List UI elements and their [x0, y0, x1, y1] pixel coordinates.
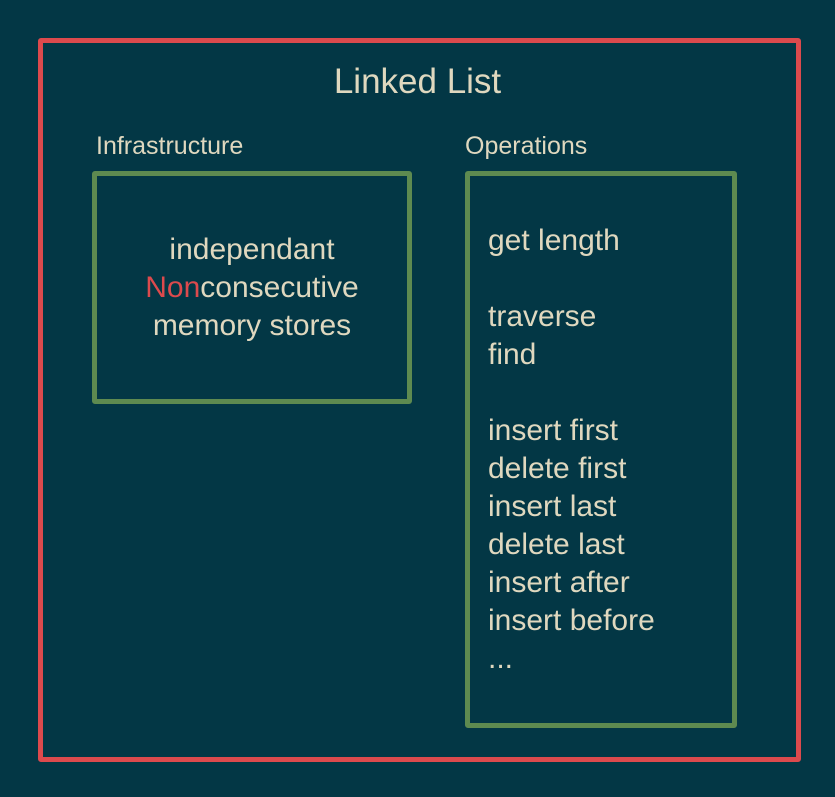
infrastructure-line-2: Nonconsecutive [92, 269, 412, 307]
operation-item: insert before [488, 604, 655, 637]
infrastructure-description: independant Nonconsecutive memory stores [92, 231, 412, 345]
operation-item: delete first [488, 452, 627, 485]
operation-item: insert after [488, 566, 630, 599]
operations-label: Operations [465, 132, 588, 160]
highlighted-prefix: Non [145, 271, 201, 304]
operation-item: insert last [488, 490, 617, 523]
operation-item: find [488, 338, 537, 371]
infrastructure-line-3: memory stores [152, 309, 352, 342]
linked-list-frame [38, 38, 801, 762]
operation-item: insert first [488, 414, 619, 447]
diagram-title: Linked List [333, 62, 502, 101]
operation-item: delete last [488, 528, 625, 561]
infrastructure-line-1: independant [169, 233, 335, 266]
operation-item: get length [488, 224, 620, 257]
operations-list: get length traverse find insert first de… [488, 222, 655, 678]
operations-box [465, 171, 737, 728]
infrastructure-box [92, 171, 412, 404]
operation-item: traverse [488, 300, 597, 333]
line-2-rest: consecutive [200, 271, 359, 304]
operation-item: ... [488, 642, 514, 675]
infrastructure-label: Infrastructure [96, 132, 244, 160]
